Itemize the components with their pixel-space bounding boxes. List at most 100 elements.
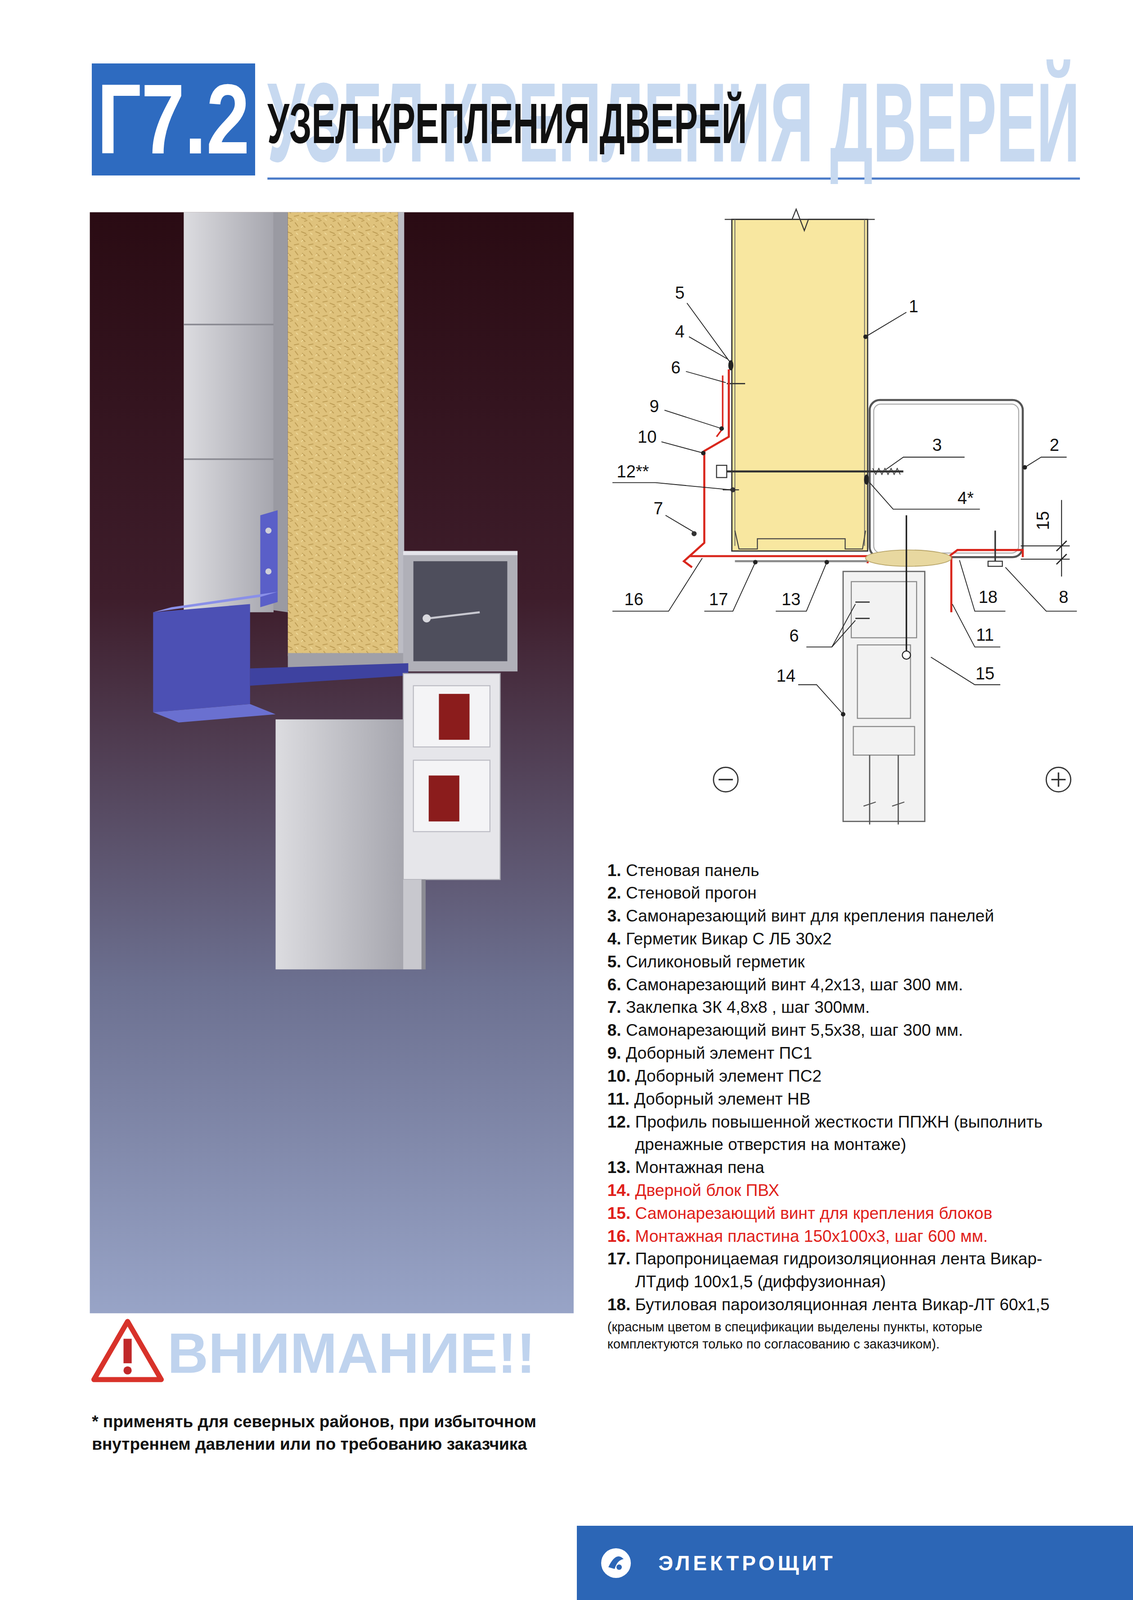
section-drawing-part [863, 219, 865, 547]
specification-row: 6.Самонарезающий винт 4,2x13, шаг 300 мм… [607, 973, 1067, 997]
item-text: Профиль повышенной жесткости ППЖН (выпол… [635, 1110, 1067, 1157]
section-drawing-part [731, 219, 868, 552]
section-drawing-part [868, 755, 871, 825]
render-3d-part [403, 879, 422, 970]
callout-number: 10 [637, 428, 657, 446]
render-3d-part [89, 212, 574, 1314]
leader-lines-part [704, 562, 756, 612]
warning-sign-part [94, 1321, 162, 1380]
section-drawing-part [897, 755, 900, 825]
item-text: Паропроницаемая гидроизоляционная лента … [635, 1247, 1067, 1294]
specification-row: 2.Стеновой прогон [607, 881, 1067, 905]
item-text: Самонарезающий винт для крепления блоков [635, 1202, 1067, 1226]
item-number: 17. [607, 1247, 631, 1271]
render-3d-part [422, 614, 431, 623]
render-3d-part [421, 879, 426, 970]
section-drawing-part [683, 369, 729, 568]
leader-lines-part [863, 334, 868, 339]
render-3d-part [250, 663, 409, 686]
callout-number: 6 [670, 359, 681, 377]
footer-bar: ЭЛЕКТРОЩИТ [576, 1525, 1133, 1600]
leader-lines-part [806, 604, 856, 648]
section-drawing-part [855, 617, 870, 620]
render-3d-part [413, 685, 491, 747]
leader-lines-part [664, 410, 722, 429]
specification-row: 7.Заклепка ЗК 4,8x8 , шаг 300мм. [607, 996, 1067, 1020]
callout-number: 16 [624, 590, 644, 608]
item-text: Монтажная пена [635, 1156, 1067, 1180]
callout-number: 12** [616, 463, 650, 481]
item-text: Дверной блок ПВХ [635, 1179, 1067, 1203]
specification-row: 12.Профиль повышенной жесткости ППЖН (вы… [607, 1110, 1067, 1157]
render-3d-part [287, 212, 399, 657]
item-number: 7. [607, 996, 622, 1020]
leader-lines-part [885, 457, 965, 470]
callout-number: 4* [957, 489, 974, 507]
specification-row: 4.Герметик Викар С ЛБ 30x2 [607, 927, 1067, 951]
render-3d-part [438, 693, 470, 740]
leader-lines-part [930, 657, 1001, 685]
section-drawing-part [949, 549, 1023, 558]
leader-lines-part [701, 450, 706, 456]
section-drawing-part [1046, 767, 1071, 792]
section-drawing-part [865, 549, 952, 567]
section-drawing-part [734, 530, 866, 549]
section-drawing-part [724, 209, 875, 231]
specification-row: 15.Самонарезающий винт для крепления бло… [607, 1202, 1067, 1226]
leader-lines-part [1005, 567, 1077, 612]
render-3d-part [152, 704, 276, 723]
item-number: 10. [607, 1065, 631, 1089]
leader-lines-part [685, 371, 726, 383]
item-text: Герметик Викар С ЛБ 30x2 [625, 927, 1067, 951]
section-drawing-part [713, 767, 738, 792]
item-number: 3. [607, 904, 622, 928]
leader-lines-part [798, 684, 844, 715]
leader-lines-part [1025, 457, 1067, 468]
leader-lines-part [959, 560, 1006, 612]
callout-number: 13 [781, 590, 801, 608]
callout-number: 14 [776, 667, 796, 685]
render-3d-part [275, 719, 404, 970]
leader-lines-part [952, 604, 1001, 648]
render-3d-part [183, 212, 274, 613]
section-drawing-part [863, 802, 905, 807]
section-drawing-part [843, 571, 925, 822]
specification-list: 1.Стеновая панель2.Стеновой прогон3.Само… [607, 859, 1067, 1354]
item-text: Монтажная пластина 150x100x3, шаг 600 мм… [635, 1225, 1067, 1249]
section-drawing-part [853, 726, 915, 756]
item-number: 18. [607, 1293, 631, 1317]
item-number: 6. [607, 973, 622, 997]
warning-sign-part [123, 1338, 132, 1363]
callout-number: 11 [975, 626, 994, 644]
specification-row: 17.Паропроницаемая гидроизоляционная лен… [607, 1247, 1067, 1294]
leader-lines-part [824, 560, 829, 565]
warning-watermark: ВНИМАНИЕ!! [167, 1325, 536, 1382]
specification-note: (красным цветом в спецификации выделены … [607, 1318, 1067, 1354]
leader-lines-part [687, 303, 732, 364]
item-number: 5. [607, 950, 622, 974]
render-3d-part [403, 551, 518, 556]
item-text: Самонарезающий винт 5,5x38, шаг 300 мм. [625, 1019, 1067, 1043]
render-3d-part [403, 673, 501, 880]
item-text: Доборный элемент ПС2 [635, 1065, 1067, 1089]
item-text: Самонарезающий винт для крепления панеле… [625, 904, 1067, 928]
leader-lines-part [688, 336, 728, 360]
leader-lines-part [753, 560, 758, 565]
leader-lines-part [661, 441, 704, 454]
callout-number: 18 [978, 588, 998, 606]
render-3d-part [183, 323, 274, 325]
section-drawing [683, 209, 1071, 825]
footnote: * применять для северных районов, при из… [91, 1410, 593, 1456]
section-drawing-part [1056, 553, 1067, 565]
render-3d-part [413, 760, 491, 832]
section-drawing-part [855, 601, 870, 603]
section-drawing-part [950, 556, 953, 613]
leader-lines [612, 303, 1077, 717]
callout-number: 6 [789, 627, 799, 645]
specification-row: 13.Монтажная пена [607, 1156, 1067, 1180]
item-text: Стеновая панель [625, 859, 1067, 883]
leader-lines-part [831, 620, 856, 648]
leader-lines-part [865, 312, 907, 337]
section-drawing-part [994, 530, 996, 564]
leader-lines-part [840, 712, 846, 717]
